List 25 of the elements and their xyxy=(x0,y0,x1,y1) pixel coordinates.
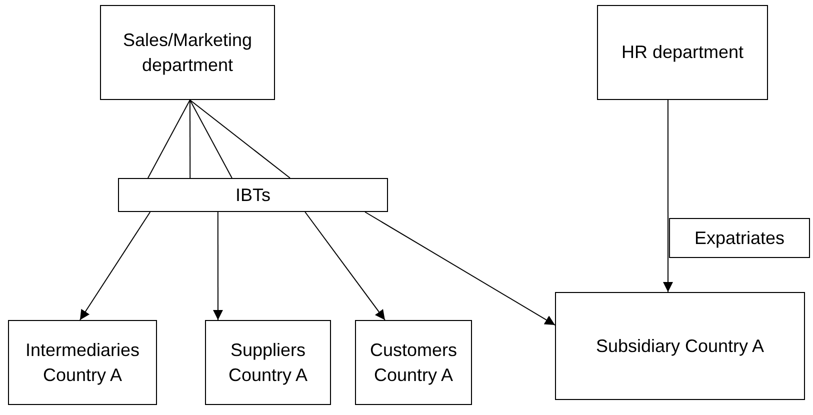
connector-line xyxy=(189,100,191,178)
connector-line xyxy=(147,100,190,178)
process-box xyxy=(118,178,388,212)
process-box xyxy=(8,320,157,405)
arrow xyxy=(79,212,151,320)
box-label: Expatriates xyxy=(694,226,785,250)
arrow xyxy=(663,100,673,292)
box-label: Customers Country A xyxy=(368,339,458,387)
box-label: HR department xyxy=(621,41,744,64)
process-box xyxy=(205,320,331,405)
box-label: Suppliers Country A xyxy=(227,339,309,387)
arrow xyxy=(212,212,223,320)
process-box xyxy=(355,320,472,405)
connector-line xyxy=(189,100,232,178)
process-box xyxy=(597,5,768,100)
box-label: Intermediaries Country A xyxy=(24,339,141,387)
process-box xyxy=(555,292,805,400)
arrow xyxy=(364,212,556,326)
process-box xyxy=(100,5,275,100)
box-label: Subsidiary Country A xyxy=(596,334,764,358)
box-label: IBTs xyxy=(235,184,270,207)
process-box xyxy=(669,218,810,258)
box-label: Sales/Marketing department xyxy=(122,29,254,77)
connector-line xyxy=(189,100,290,178)
arrow xyxy=(304,212,386,320)
